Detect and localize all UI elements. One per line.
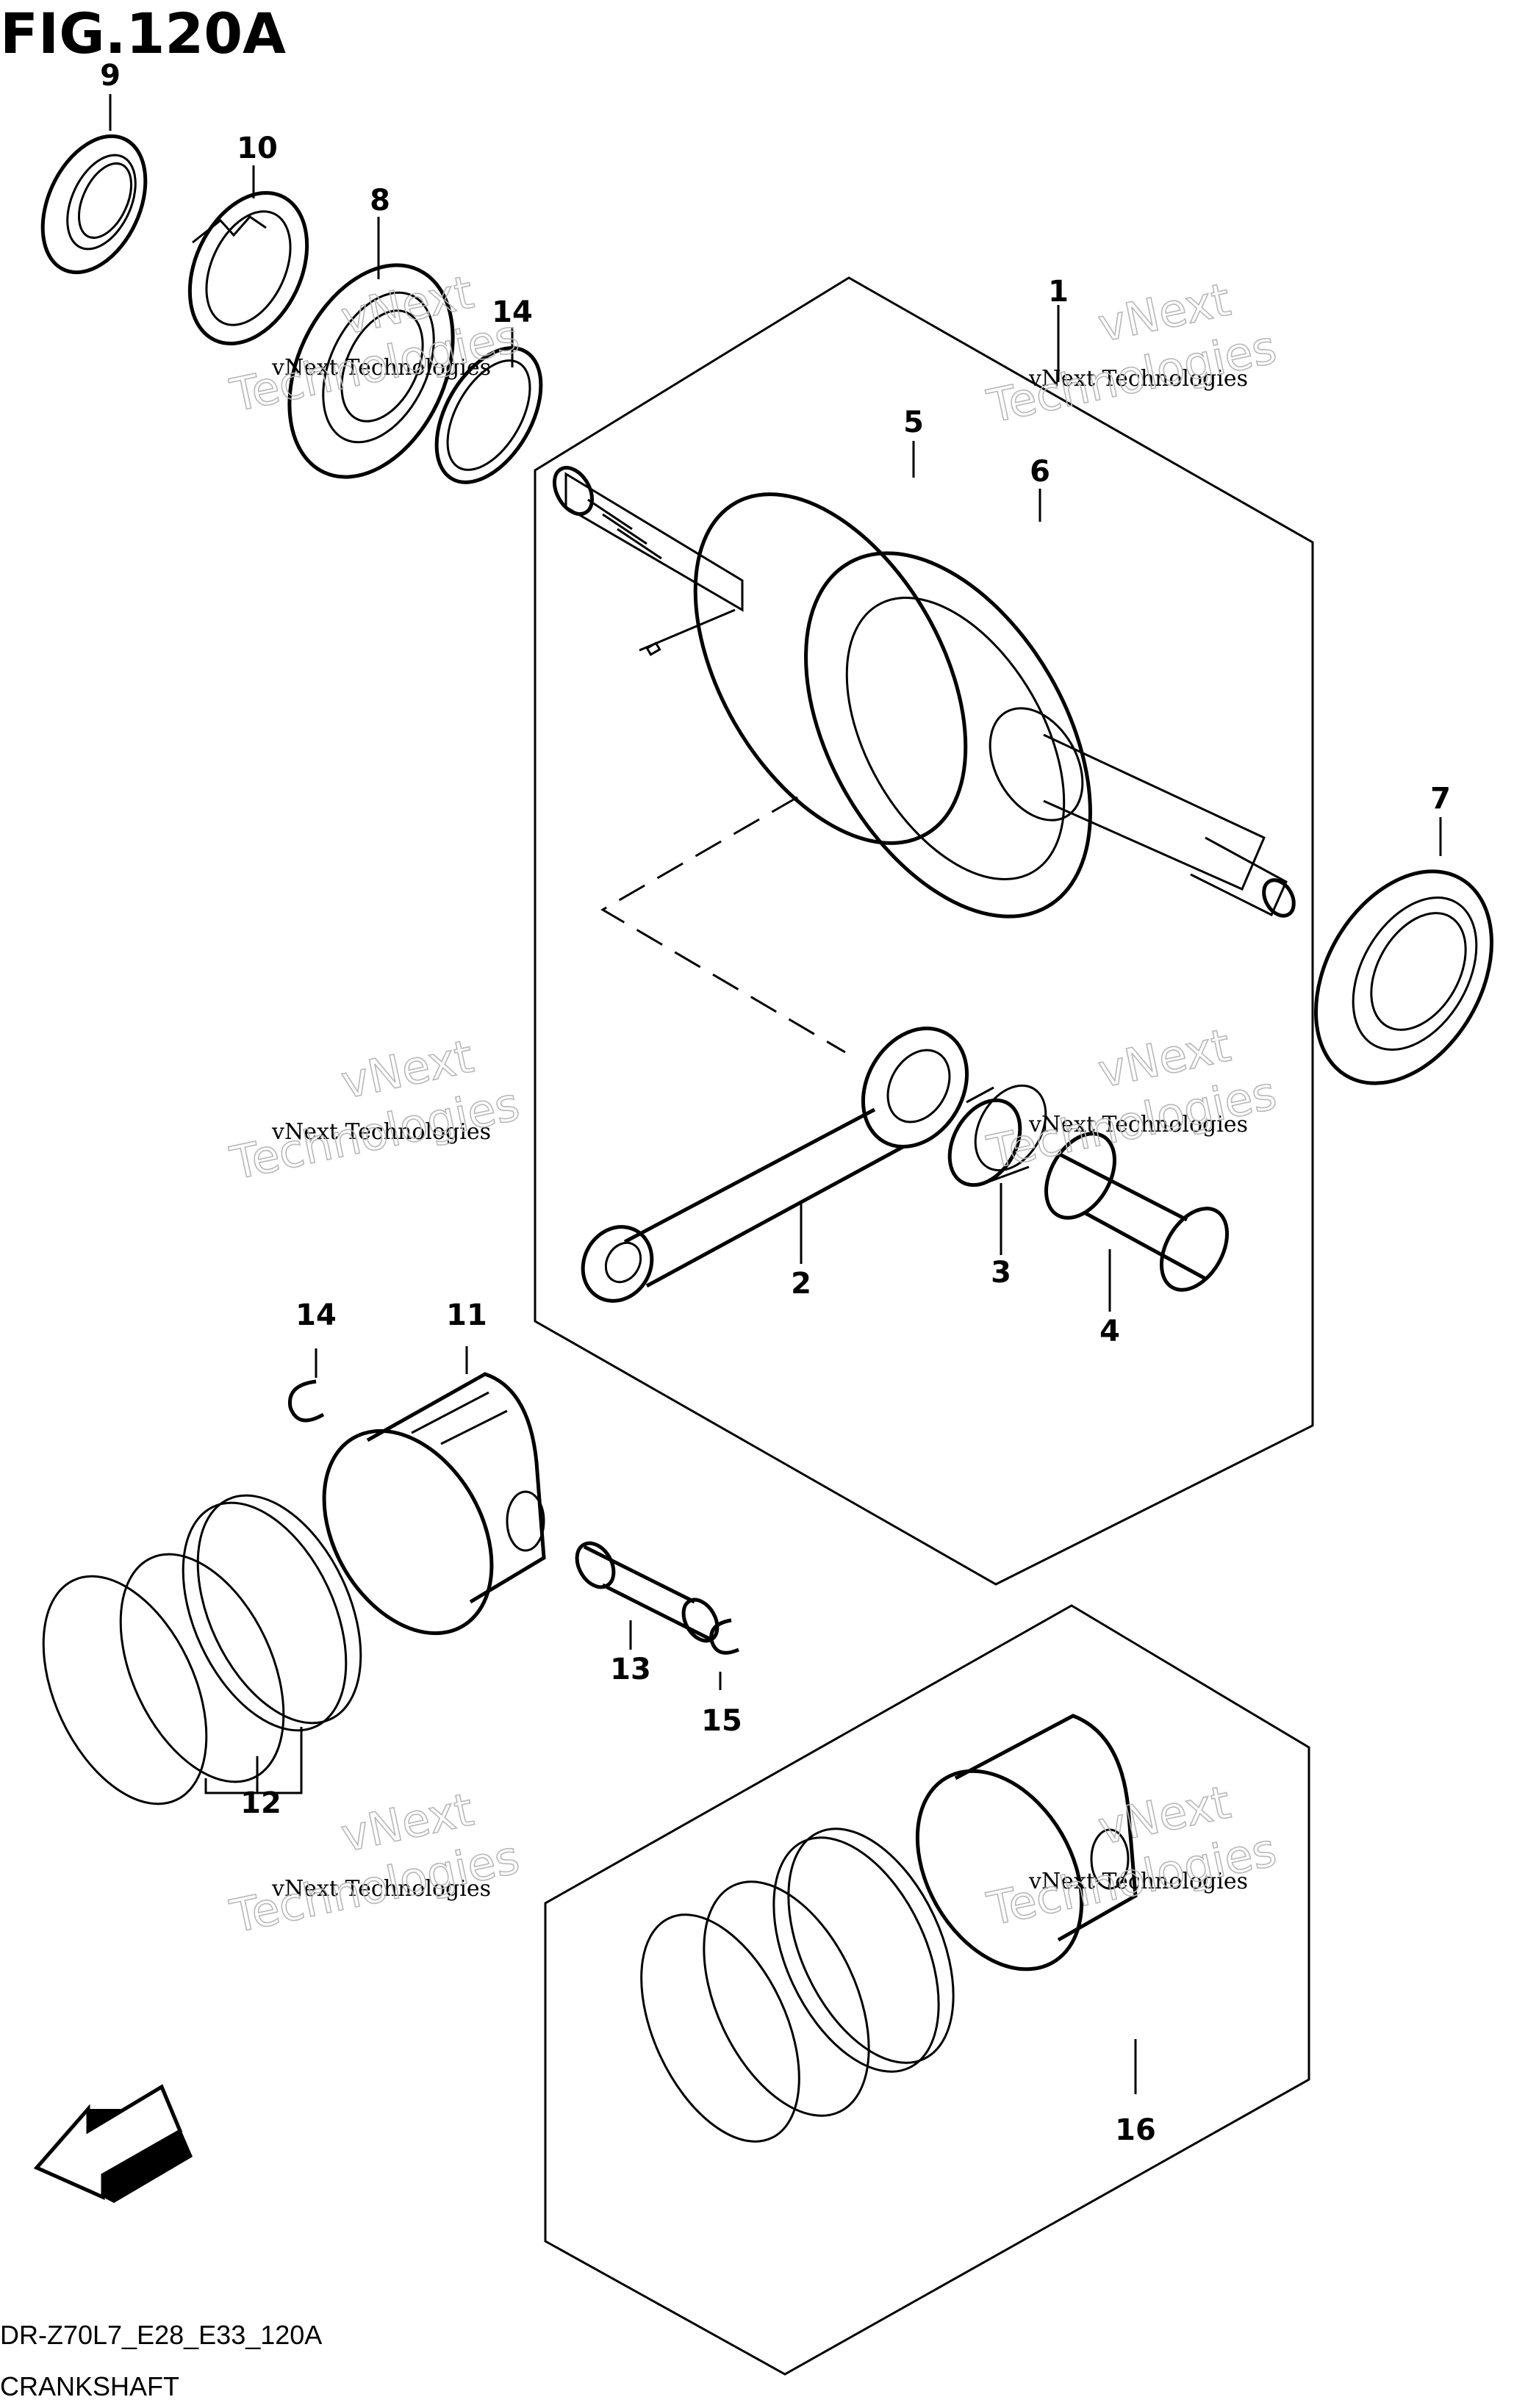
- piston-part: [322, 1372, 546, 1636]
- watermark-mid-left: vNext Technologies vNext Technologies: [225, 1029, 524, 1191]
- watermark-top-right: vNext Technologies vNext Technologies: [982, 272, 1281, 434]
- bearing-left-part: [287, 263, 455, 479]
- bearing-right-part: [1314, 869, 1493, 1085]
- crankshaft-assembly-outline: [534, 276, 1314, 1586]
- assembly-leader-line: [600, 796, 846, 1054]
- crankshaft-part: [552, 466, 1296, 919]
- watermark-mid-right: vNext Technologies vNext Technologies: [982, 1018, 1281, 1180]
- svg-text:vNext Technologies: vNext Technologies: [271, 1119, 491, 1145]
- callout-15: 14: [492, 295, 533, 329]
- watermark-bottom-right: vNext Technologies vNext Technologies: [982, 1775, 1281, 1937]
- callout-4: 4: [1099, 1315, 1120, 1348]
- crank-pin-part: [1044, 1132, 1230, 1292]
- callout-14-lower: 15: [701, 1704, 742, 1738]
- callout-3: 3: [991, 1256, 1011, 1290]
- circlip-upper-part: [287, 1379, 325, 1423]
- oil-seal-part: [40, 134, 148, 275]
- svg-text:vNext Technologies: vNext Technologies: [1028, 366, 1248, 392]
- svg-text:vNext Technologies: vNext Technologies: [271, 355, 491, 381]
- callout-8: 8: [370, 184, 390, 218]
- leader-lines: [109, 94, 1442, 2094]
- callout-16: 16: [1115, 2113, 1156, 2147]
- svg-text:vNext Technologies: vNext Technologies: [1028, 1112, 1248, 1137]
- piston-set-outline: [544, 1604, 1310, 2376]
- collar-part: [187, 190, 309, 346]
- svg-text:vNext Technologies: vNext Technologies: [1028, 1869, 1248, 1894]
- callout-6: 6: [1030, 455, 1050, 489]
- shim-part: [434, 346, 543, 484]
- watermark-top-left: vNext Technologies vNext Technologies: [225, 265, 524, 423]
- callout-12: 12: [240, 1786, 281, 1820]
- callout-13: 13: [610, 1653, 651, 1686]
- callout-7: 7: [1430, 782, 1451, 816]
- piston-ring-set-part: [42, 1494, 362, 1805]
- figure-caption: CRANKSHAFT: [0, 2371, 179, 2401]
- svg-text:vNext Technologies: vNext Technologies: [271, 1876, 491, 1902]
- figure-title: FIG.120A: [0, 1, 286, 66]
- callout-10: 10: [237, 132, 278, 165]
- fwd-arrow-icon: FWD: [33, 2084, 193, 2203]
- callout-5: 5: [903, 406, 924, 439]
- connecting-rod-part: [581, 1027, 969, 1303]
- callout-14-upper: 14: [295, 1298, 337, 1332]
- callout-1: 1: [1048, 275, 1069, 309]
- callout-11: 11: [446, 1298, 487, 1332]
- callout-2: 2: [791, 1267, 811, 1301]
- needle-bearing-part: [947, 1084, 1047, 1187]
- callout-9: 9: [100, 59, 121, 93]
- piston-pin-part: [575, 1541, 720, 1643]
- piston-set-part: [640, 1714, 1138, 2143]
- figure-code: DR-Z70L7_E28_E33_120A: [0, 2320, 322, 2350]
